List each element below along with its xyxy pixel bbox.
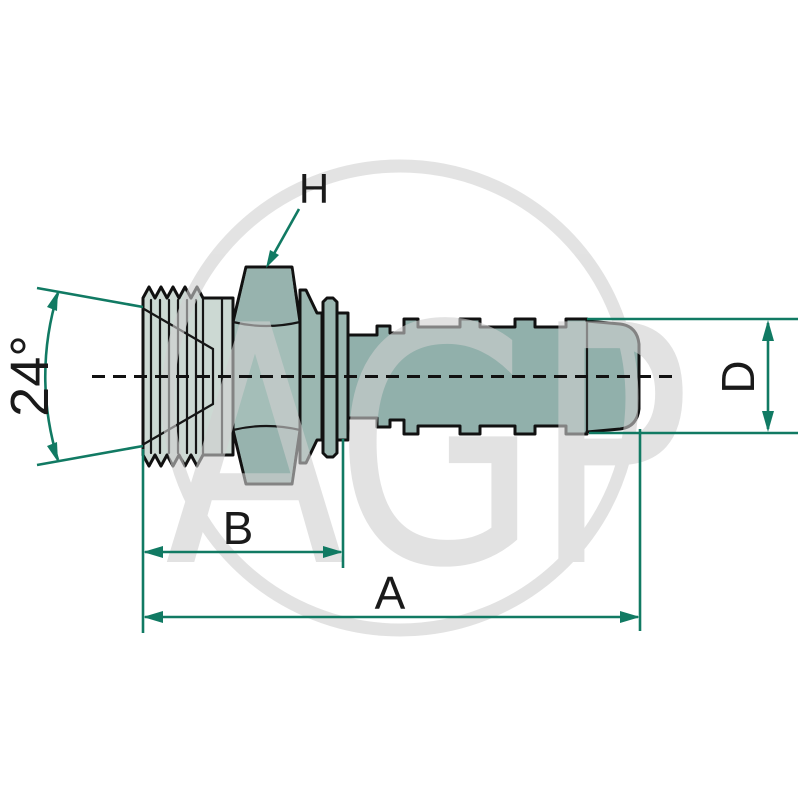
cone-arc-arrow-bottom bbox=[47, 442, 58, 462]
label-b: B bbox=[223, 502, 254, 554]
label-h: H bbox=[299, 165, 329, 212]
dimension-a bbox=[143, 429, 642, 631]
dimension-labels: H 24° D B A bbox=[0, 165, 764, 619]
dimension-h bbox=[266, 208, 301, 268]
b-arrow-right bbox=[323, 546, 343, 558]
dimensions bbox=[36, 208, 798, 633]
h-arrowhead bbox=[266, 250, 279, 268]
hex-bottom-face bbox=[235, 426, 298, 482]
dimension-cone-angle bbox=[36, 286, 144, 467]
a-arrow-left bbox=[143, 611, 163, 623]
dimension-b bbox=[141, 439, 345, 633]
watermark-circle bbox=[161, 159, 639, 637]
d-arrow-bottom bbox=[762, 411, 774, 432]
watermark-text: AGP bbox=[165, 257, 686, 640]
cone-arc-arrow-top bbox=[47, 291, 58, 311]
watermark: AGP bbox=[161, 159, 692, 640]
a-arrow-right bbox=[620, 611, 640, 623]
collar bbox=[335, 311, 350, 442]
dimension-d bbox=[587, 317, 798, 435]
label-d: D bbox=[712, 360, 764, 393]
hex-top-face bbox=[235, 269, 298, 326]
b-arrow-left bbox=[143, 546, 163, 558]
label-a: A bbox=[375, 567, 406, 619]
label-cone-angle: 24° bbox=[0, 335, 60, 417]
d-arrow-top bbox=[762, 320, 774, 341]
